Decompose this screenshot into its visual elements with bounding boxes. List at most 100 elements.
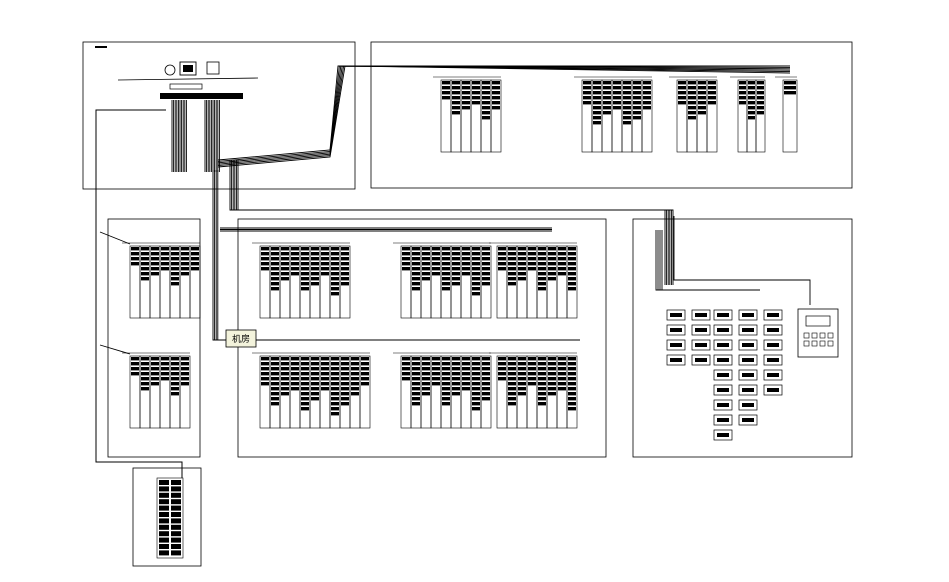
rack-cell: [623, 81, 631, 85]
control-box-label: [717, 328, 729, 332]
rack-cell: [583, 96, 591, 100]
rack-cell: [171, 277, 179, 281]
rack-cell: [159, 531, 169, 537]
rack-cell: [633, 81, 641, 85]
rack-cell: [291, 372, 299, 376]
rack-cell: [442, 382, 450, 386]
rack-cell: [678, 86, 686, 90]
rack-group-c-6: [489, 352, 578, 429]
rack-cell: [508, 362, 516, 366]
rack-cell: [141, 372, 149, 376]
rack-cell: [698, 91, 706, 95]
rack-cell: [341, 402, 349, 406]
server-icon: [164, 64, 176, 76]
rack-cell: [331, 247, 339, 251]
rack-cell: [191, 262, 199, 266]
rack-cell: [171, 382, 179, 386]
rack-cell: [271, 382, 279, 386]
control-box-label: [717, 388, 729, 392]
rack-cell: [748, 96, 755, 100]
rack-cell: [181, 372, 189, 376]
rack-cell: [432, 362, 440, 366]
storage-icon: [206, 61, 220, 75]
rack-cell: [291, 267, 299, 271]
rack-cell: [412, 397, 420, 401]
rack-cell: [462, 357, 470, 361]
control-box-label: [717, 313, 729, 317]
rack-cell: [548, 247, 556, 251]
rack-cell: [518, 257, 526, 261]
rack-cell: [508, 377, 516, 381]
rack-cell: [181, 257, 189, 261]
rack-column: [470, 79, 482, 153]
rack-cell: [171, 377, 179, 381]
rack-cell: [412, 367, 420, 371]
rack-cell: [331, 372, 339, 376]
rack-cell: [301, 382, 309, 386]
rack-column: [450, 79, 462, 153]
rack-cell: [528, 252, 536, 256]
rack-cell: [271, 252, 279, 256]
rack-cell: [688, 81, 696, 85]
rack-column: [480, 245, 492, 319]
core-equipment: [95, 46, 259, 99]
rack-cell: [432, 252, 440, 256]
rack-cell: [603, 106, 611, 110]
rack-cell: [678, 96, 686, 100]
rack-cell: [442, 96, 450, 100]
rack-cell: [472, 362, 480, 366]
rack-cell: [181, 367, 189, 371]
rack-cell: [412, 387, 420, 391]
rack-cell: [613, 101, 621, 105]
rack-cell: [528, 257, 536, 261]
rack-cell: [131, 372, 139, 376]
rack-column: [289, 245, 301, 319]
rack-cell: [593, 91, 601, 95]
rack-cell: [331, 267, 339, 271]
rack-cell: [518, 252, 526, 256]
rack-column: [189, 245, 201, 319]
rack-cell: [442, 267, 450, 271]
rack-cell: [462, 372, 470, 376]
control-box-label: [742, 358, 754, 362]
rack-cell: [281, 252, 289, 256]
rack-cell: [422, 367, 430, 371]
cable-left-tap-2: [99, 344, 131, 355]
rack-column: [319, 245, 331, 319]
rack-cell: [548, 257, 556, 261]
rack-group-tr-5: [775, 76, 798, 153]
rack-column: [259, 355, 271, 429]
rack-cell: [171, 282, 179, 286]
rack-cell: [508, 397, 516, 401]
keypad-key: [827, 340, 834, 347]
rack-cell: [412, 392, 420, 396]
rack-cell: [331, 282, 339, 286]
rack-cell: [261, 262, 269, 266]
rack-cell: [281, 382, 289, 386]
rack-cell: [643, 101, 651, 105]
rack-column: [159, 355, 171, 429]
rack-cell: [301, 277, 309, 281]
rack-cell: [171, 267, 179, 271]
rack-cell: [171, 524, 181, 530]
rack-cell: [452, 277, 460, 281]
rack-cell: [482, 382, 490, 386]
control-box-label: [717, 418, 729, 422]
rack-cell: [291, 382, 299, 386]
rack-cell: [538, 277, 546, 281]
rack-column: [359, 355, 371, 429]
rack-cell: [698, 111, 706, 115]
rack-cell: [739, 96, 746, 100]
rack-cell: [538, 382, 546, 386]
rack-column: [737, 79, 748, 153]
rack-cell: [271, 262, 279, 266]
rack-cell: [432, 367, 440, 371]
cable-line: [229, 160, 666, 285]
rack-cell: [291, 272, 299, 276]
keypad-key: [827, 332, 834, 339]
cable-line: [237, 160, 674, 285]
rack-cell: [271, 247, 279, 251]
rack-cell: [341, 262, 349, 266]
rack-column: [496, 245, 508, 319]
rack-cell: [643, 106, 651, 110]
